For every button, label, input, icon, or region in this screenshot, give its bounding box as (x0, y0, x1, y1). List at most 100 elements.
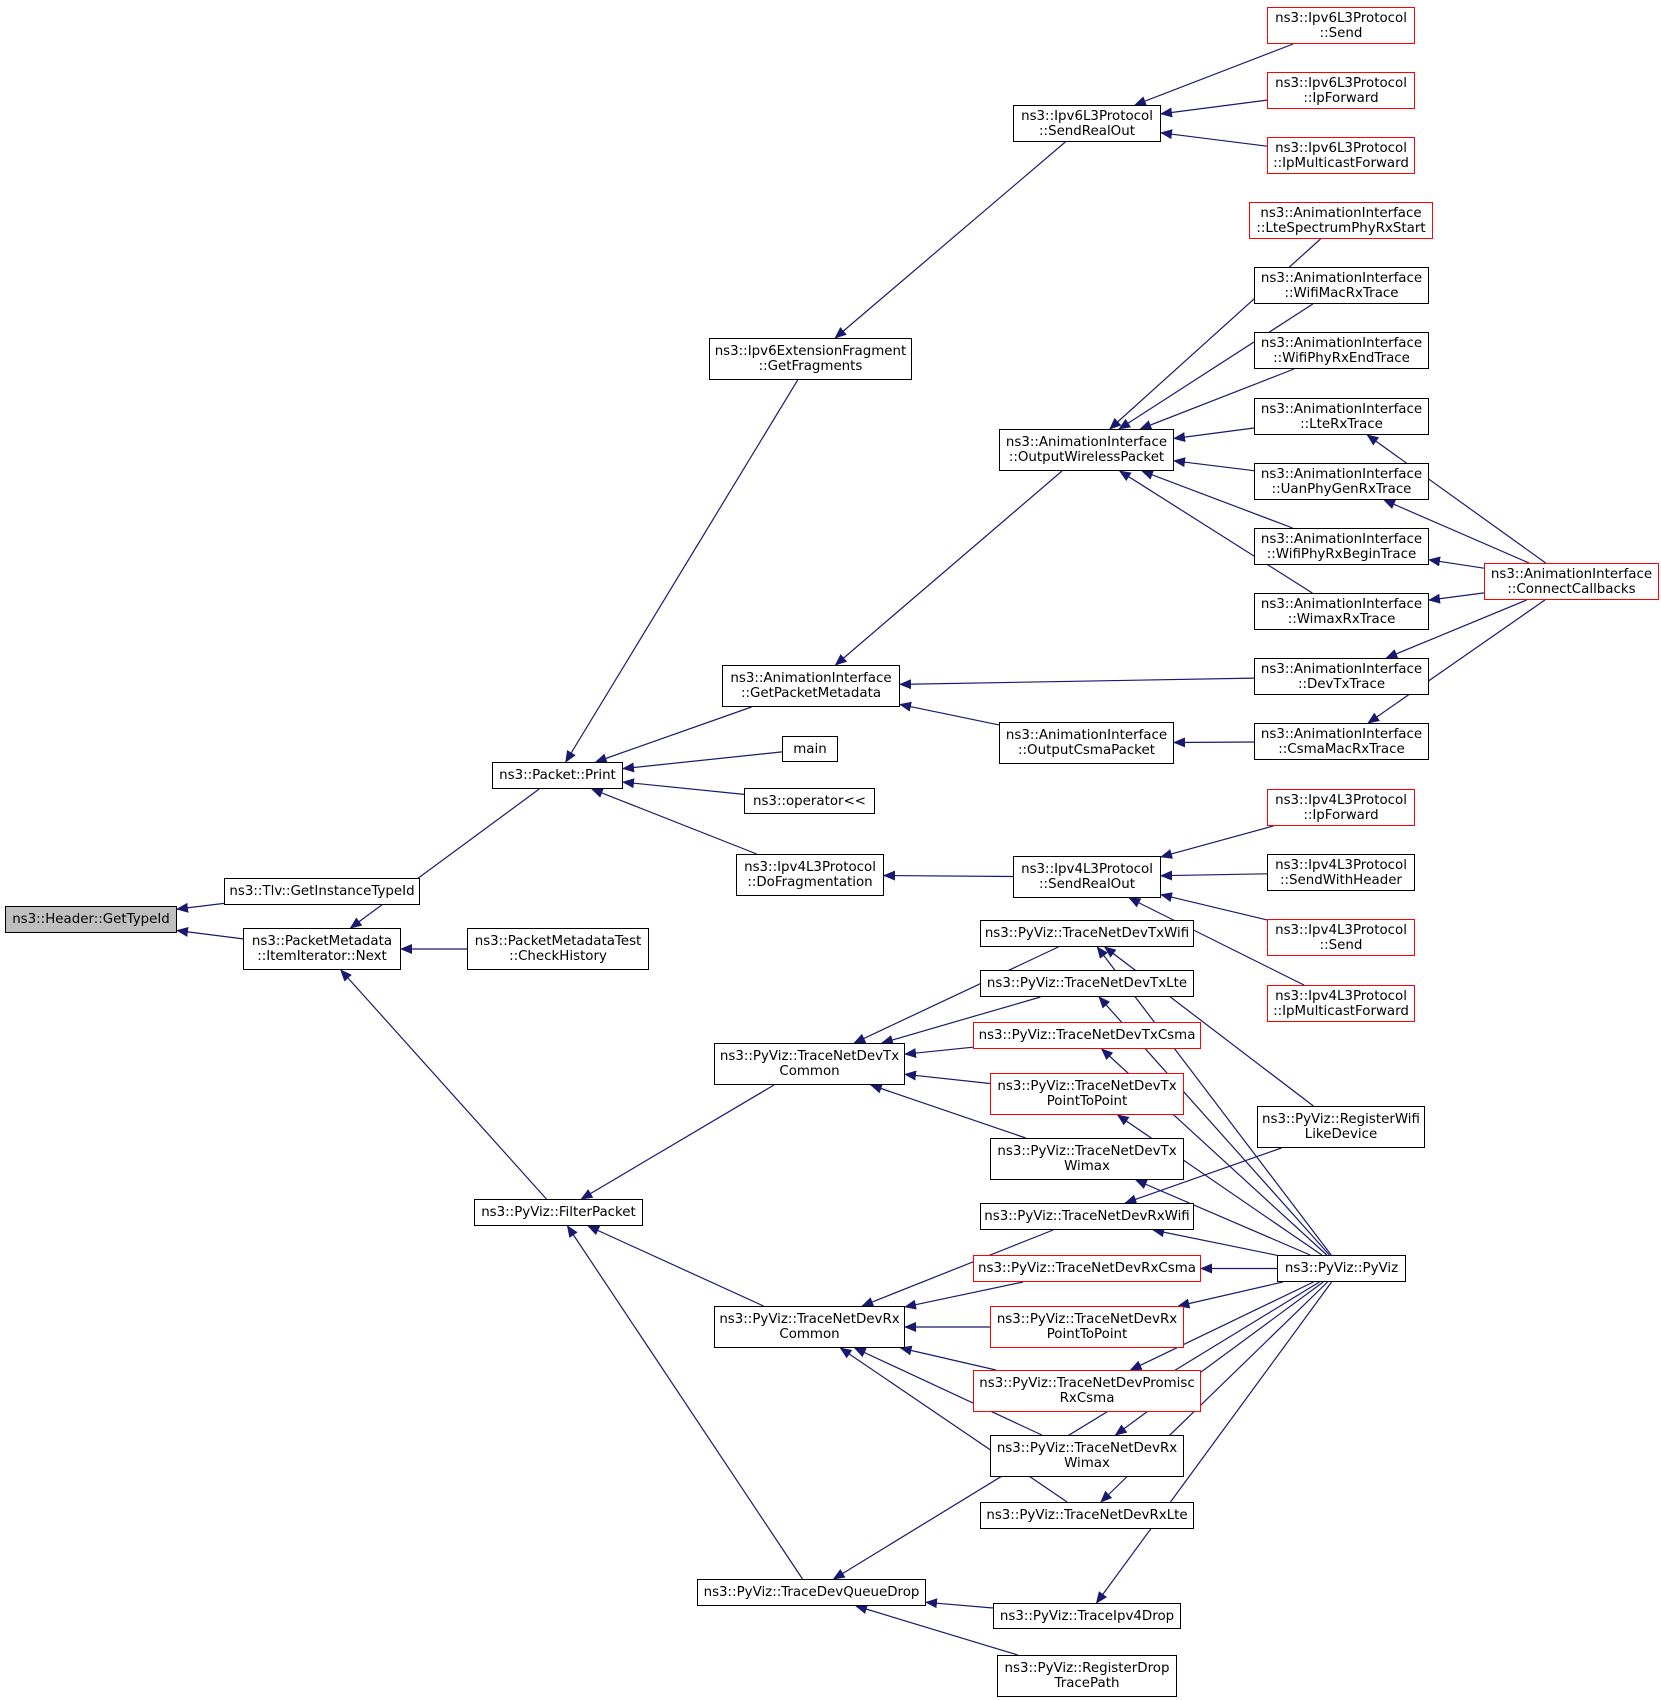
node-txwifi[interactable]: ns3::PyViz::TraceNetDevTxWifi (980, 920, 1194, 947)
node-wifibegin[interactable]: ns3::AnimationInterface::WifiPhyRxBeginT… (1254, 528, 1429, 565)
node-rxwifi[interactable]: ns3::PyViz::TraceNetDevRxWifi (980, 1203, 1194, 1230)
node-label: ns3::PyViz::TraceNetDevTx (997, 1079, 1177, 1094)
node-devtx[interactable]: ns3::AnimationInterface::DevTxTrace (1254, 658, 1429, 695)
node-label: main (793, 741, 827, 757)
edge-connect-to-wifibegin (1428, 556, 1485, 569)
node-v6frag[interactable]: ns3::Ipv6ExtensionFragment::GetFragments (709, 338, 912, 380)
node-v4hdr[interactable]: ns3::Ipv4L3Protocol::SendWithHeader (1267, 854, 1415, 891)
node-v6mcast[interactable]: ns3::Ipv6L3Protocol::IpMulticastForward (1267, 137, 1415, 174)
node-v4s[interactable]: ns3::Ipv4L3Protocol::Send (1267, 919, 1415, 956)
node-v4send[interactable]: ns3::Ipv4L3Protocol::SendRealOut (1013, 856, 1161, 898)
node-v6s[interactable]: ns3::Ipv6L3Protocol::Send (1267, 7, 1415, 44)
node-v6send[interactable]: ns3::Ipv6L3Protocol::SendRealOut (1013, 105, 1161, 142)
node-v4ipf[interactable]: ns3::Ipv4L3Protocol::IpForward (1267, 789, 1415, 826)
node-v6ipf[interactable]: ns3::Ipv6L3Protocol::IpForward (1267, 72, 1415, 109)
node-oplt[interactable]: ns3::operator<< (744, 788, 875, 814)
node-label: ::SendWithHeader (1280, 872, 1402, 888)
node-label: Common (779, 1064, 840, 1079)
node-label: ::DoFragmentation (747, 875, 873, 890)
edge-rxcsma-to-rxcommon (904, 1281, 1024, 1310)
node-qdrop[interactable]: ns3::PyViz::TraceDevQueueDrop (697, 1579, 926, 1606)
node-label: ::WifiPhyRxEndTrace (1273, 350, 1410, 366)
edge-connect-to-uan (1383, 499, 1530, 564)
node-rxcsma[interactable]: ns3::PyViz::TraceNetDevRxCsma (973, 1255, 1201, 1282)
edge-v4drop-to-qdrop (925, 1598, 994, 1609)
edge-promisc-to-rxcommon (899, 1345, 997, 1371)
node-tlv[interactable]: ns3::Tlv::GetInstanceTypeId (224, 878, 420, 905)
edge-pyviz-to-rxwimax (1114, 1281, 1324, 1436)
node-csmamac[interactable]: ns3::AnimationInterface::CsmaMacRxTrace (1254, 723, 1429, 760)
node-outwl[interactable]: ns3::AnimationInterface::OutputWirelessP… (999, 429, 1174, 471)
node-label: ::IpMulticastForward (1273, 155, 1409, 171)
node-getmeta[interactable]: ns3::AnimationInterface::GetPacketMetada… (722, 665, 900, 707)
node-pyviz[interactable]: ns3::PyViz::PyViz (1277, 1255, 1406, 1282)
node-connect[interactable]: ns3::AnimationInterface::ConnectCallback… (1484, 563, 1659, 600)
node-v4frag[interactable]: ns3::Ipv4L3Protocol::DoFragmentation (736, 854, 884, 896)
node-rxlte[interactable]: ns3::PyViz::TraceNetDevRxLte (980, 1502, 1194, 1529)
node-v4mcast[interactable]: ns3::Ipv4L3Protocol::IpMulticastForward (1267, 985, 1415, 1022)
edge-v4ipf-to-v4send (1160, 825, 1274, 859)
node-v4drop[interactable]: ns3::PyViz::TraceIpv4Drop (993, 1603, 1181, 1629)
node-label: ns3::PyViz::TraceNetDevTxCsma (978, 1028, 1196, 1043)
edge-rxwifi-to-rxcommon (861, 1229, 1054, 1307)
node-label: ::CsmaMacRxTrace (1278, 741, 1405, 757)
edge-pyviz-to-rxwifi (1152, 1227, 1278, 1256)
edge-pyviz-to-txwifi (1096, 946, 1332, 1256)
node-txcsma[interactable]: ns3::PyViz::TraceNetDevTxCsma (973, 1022, 1201, 1049)
node-pktprint[interactable]: ns3::Packet::Print (492, 762, 623, 789)
node-label: ::IpForward (1303, 90, 1379, 106)
node-uan[interactable]: ns3::AnimationInterface::UanPhyGenRxTrac… (1254, 463, 1429, 500)
node-label: ns3::operator<< (752, 793, 867, 809)
node-root: ns3::Header::GetTypeId (5, 906, 177, 933)
node-label: ::ItemIterator::Next (257, 949, 387, 964)
node-outcsma[interactable]: ns3::AnimationInterface::OutputCsmaPacke… (999, 722, 1174, 764)
edge-lterx-to-outwl (1173, 427, 1255, 443)
edge-wifimac-to-outwl (1118, 303, 1314, 430)
edge-wifiend-to-outwl (1139, 368, 1295, 430)
node-label: PointToPoint (1046, 1327, 1128, 1342)
node-label: ns3::PyViz::TraceNetDevRxWifi (984, 1209, 1190, 1224)
node-wifiend[interactable]: ns3::AnimationInterface::WifiPhyRxEndTra… (1254, 332, 1429, 369)
node-pmnext[interactable]: ns3::PacketMetadata::ItemIterator::Next (243, 928, 401, 970)
node-label: ::WifiPhyRxBeginTrace (1266, 546, 1417, 562)
node-label: ns3::Ipv4L3Protocol (1021, 862, 1153, 877)
edge-connect-to-lterx (1366, 434, 1547, 564)
node-filter[interactable]: ns3::PyViz::FilterPacket (474, 1199, 643, 1226)
edge-outcsma-to-getmeta (899, 701, 1000, 726)
node-label: RxCsma (1059, 1391, 1115, 1406)
node-label: ns3::Ipv4L3Protocol (1275, 792, 1407, 808)
node-label: Wimax (1064, 1159, 1110, 1174)
node-label: ns3::Tlv::GetInstanceTypeId (229, 884, 415, 899)
node-label: ns3::PyViz::TraceNetDevRxLte (986, 1508, 1188, 1523)
node-label: ns3::Header::GetTypeId (12, 912, 170, 927)
node-label: ns3::AnimationInterface (1260, 531, 1423, 547)
node-lterx[interactable]: ns3::AnimationInterface::LteRxTrace (1254, 398, 1429, 435)
node-pmtest[interactable]: ns3::PacketMetadataTest::CheckHistory (467, 928, 649, 970)
node-wimaxrx[interactable]: ns3::AnimationInterface::WimaxRxTrace (1254, 593, 1429, 630)
edge-connect-to-devtx (1385, 599, 1527, 659)
node-label: ns3::PyViz::TraceNetDevTx (997, 1144, 1177, 1159)
node-label: ::OutputWirelessPacket (1008, 450, 1165, 465)
node-txlte[interactable]: ns3::PyViz::TraceNetDevTxLte (980, 970, 1194, 997)
node-wifimac[interactable]: ns3::AnimationInterface::WifiMacRxTrace (1254, 267, 1429, 304)
edge-oplt-to-pktprint (622, 778, 745, 795)
edge-outwl-to-getmeta (834, 470, 1063, 666)
edge-uan-to-outwl (1173, 457, 1255, 472)
edge-v4mcast-to-v4send (1128, 897, 1305, 986)
node-label: ns3::PyViz::TraceIpv4Drop (999, 1608, 1175, 1624)
node-main[interactable]: main (782, 736, 838, 762)
edge-pyviz-to-txwimax (1134, 1179, 1311, 1256)
edge-getmeta-to-pktprint (594, 706, 752, 764)
node-label: ns3::AnimationInterface (1260, 401, 1423, 417)
node-ltespec[interactable]: ns3::AnimationInterface::LteSpectrumPhyR… (1249, 202, 1433, 239)
